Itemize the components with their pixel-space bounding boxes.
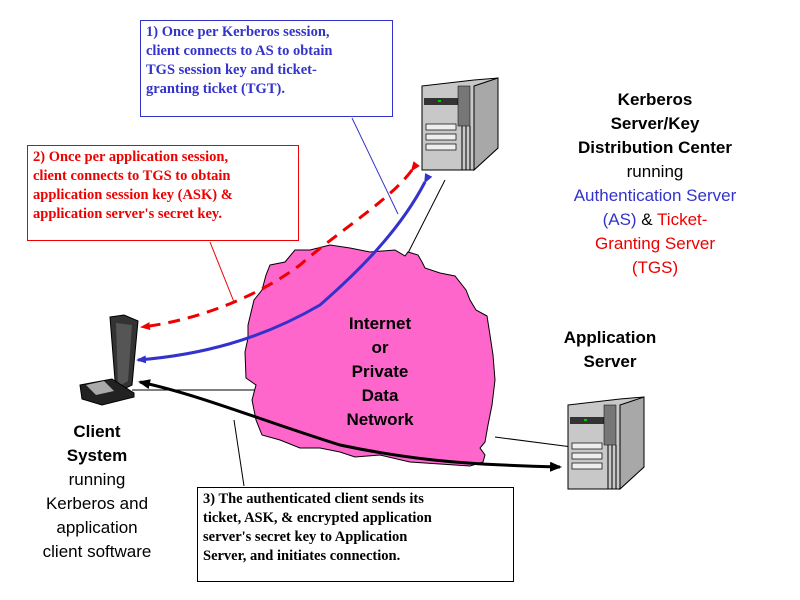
as-exchange-arrow (136, 173, 433, 364)
client-title-line: System (66, 446, 128, 465)
client-detail-line: Kerberos and (45, 494, 149, 513)
kdc-running: running (626, 162, 684, 181)
callout-line: client connects to TGS to obtain (33, 168, 231, 184)
client-laptop-icon (79, 314, 139, 406)
callout-line: 1) Once per Kerberos session, (146, 24, 330, 40)
callout-line: granting ticket (TGT). (146, 81, 285, 97)
network-line: or (371, 338, 389, 357)
callout-line: 3) The authenticated client sends its (203, 491, 424, 507)
client-detail-line: running (68, 470, 126, 489)
callout-line: application server's secret key. (33, 206, 223, 222)
kdc-server-icon (421, 77, 499, 172)
client-title-line: Client (73, 422, 121, 441)
kdc-as-abbrev: (AS) (602, 210, 637, 229)
app-exchange-arrow (138, 379, 562, 472)
kdc-amp: & (636, 210, 658, 229)
client-detail-line: client software (42, 542, 152, 561)
network-line: Internet (348, 314, 412, 333)
callout-line: Server, and initiates connection. (203, 548, 401, 564)
kdc-title-line: Kerberos (617, 90, 693, 109)
kdc-title-line: Distribution Center (578, 138, 732, 157)
client-label: Client System running Kerberos and appli… (22, 420, 172, 564)
callout-app-exchange: 3) The authenticated client sends its ti… (197, 487, 514, 582)
kdc-tgs-abbrev: (TGS) (631, 258, 679, 277)
callout-tgs-exchange: 2) Once per application session, client … (27, 145, 299, 241)
kdc-network-link (407, 179, 446, 254)
network-line: Private (351, 362, 409, 381)
kdc-label: Kerberos Server/Key Distribution Center … (535, 88, 775, 280)
callout-2-leader (209, 241, 235, 303)
kdc-as-name: Authentication Server (573, 186, 737, 205)
callout-line: 2) Once per application session, (33, 149, 229, 165)
kdc-title-line: Server/Key (610, 114, 700, 133)
callout-line: server's secret key to Application (203, 529, 408, 545)
callout-as-exchange: 1) Once per Kerberos session, client con… (140, 20, 393, 117)
app-server-label: Application Server (545, 326, 675, 374)
kdc-tgs-name-1: Ticket- (657, 210, 708, 229)
callout-3-leader (233, 419, 245, 487)
network-line: Data (361, 386, 399, 405)
kdc-tgs-name-2: Granting Server (595, 234, 715, 253)
network-label: Internet or Private Data Network (300, 312, 460, 432)
app-network-link (494, 436, 573, 448)
callout-line: ticket, ASK, & encrypted application (203, 510, 432, 526)
app-server-line: Server (583, 352, 637, 371)
kdc-as-tgs-line: (AS) & Ticket- (535, 208, 775, 232)
app-server-icon (567, 396, 645, 491)
app-server-line: Application (563, 328, 657, 347)
network-line: Network (346, 410, 414, 429)
callout-line: TGS session key and ticket- (146, 62, 317, 78)
callout-line: client connects to AS to obtain (146, 43, 333, 59)
client-detail-line: application (56, 518, 138, 537)
callout-1-leader (351, 117, 399, 215)
callout-line: application session key (ASK) & (33, 187, 233, 203)
